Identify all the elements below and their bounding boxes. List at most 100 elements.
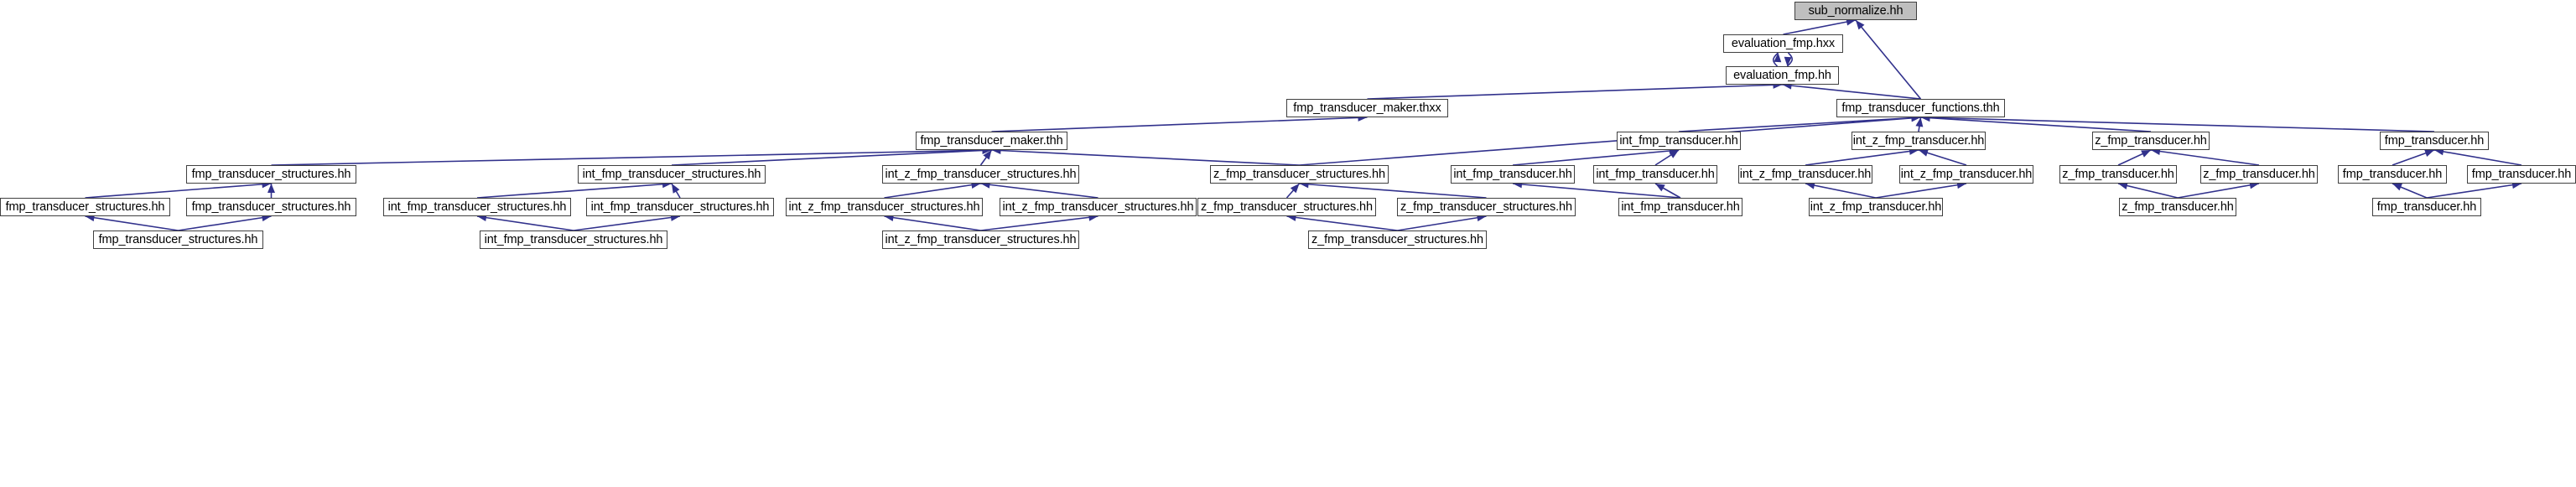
graph-edge-arrowhead [1669, 150, 1679, 158]
graph-node-label: int_fmp_transducer.hh [1619, 133, 1738, 148]
graph-node-label: int_z_fmp_transducer.hh [1852, 133, 1985, 148]
graph-edge [1782, 84, 1921, 100]
graph-node-label: int_z_fmp_transducer_structures.hh [885, 232, 1077, 246]
graph-edge-arrowhead [672, 184, 680, 194]
graph-edge [2117, 183, 2179, 199]
graph-node[interactable]: int_z_fmp_transducer.hh [1738, 165, 1872, 184]
graph-node-label: z_fmp_transducer.hh [2095, 133, 2207, 148]
graph-edge [85, 215, 179, 231]
graph-node-label: int_fmp_transducer.hh [1621, 199, 1740, 214]
graph-node-label: z_fmp_transducer.hh [2203, 167, 2315, 181]
graph-edge [1920, 117, 2152, 132]
graph-node-label: fmp_transducer.hh [2342, 167, 2443, 181]
graph-node[interactable]: z_fmp_transducer_structures.hh [1210, 165, 1389, 184]
graph-edge-arrowhead [1290, 184, 1300, 194]
graph-node[interactable]: fmp_transducer.hh [2467, 165, 2576, 184]
graph-edge-arrowhead [1784, 56, 1792, 66]
graph-node-label: fmp_transducer_maker.thh [920, 133, 1063, 148]
graph-node[interactable]: z_fmp_transducer.hh [2092, 132, 2210, 150]
graph-node-label: fmp_transducer_functions.thh [1841, 101, 2000, 115]
graph-edge [178, 215, 272, 231]
graph-node-label: fmp_transducer.hh [2376, 199, 2477, 214]
graph-node[interactable]: z_fmp_transducer_structures.hh [1308, 231, 1487, 249]
graph-node-label: z_fmp_transducer_structures.hh [1311, 232, 1483, 246]
graph-node[interactable]: int_z_fmp_transducer_structures.hh [882, 165, 1079, 184]
graph-edge [1397, 215, 1487, 231]
graph-edge-arrowhead [1915, 117, 1924, 127]
graph-node-label: int_z_fmp_transducer_structures.hh [788, 199, 980, 214]
graph-node-label: int_z_fmp_transducer.hh [1810, 199, 1942, 214]
graph-edge-arrowhead [983, 150, 992, 160]
graph-node[interactable]: fmp_transducer_structures.hh [0, 198, 170, 216]
graph-node-label: z_fmp_transducer_structures.hh [1201, 199, 1373, 214]
graph-node-label: int_fmp_transducer.hh [1596, 167, 1715, 181]
graph-node[interactable]: fmp_transducer.hh [2380, 132, 2489, 150]
graph-edge [1783, 19, 1857, 35]
graph-edge-arrowhead [1919, 149, 1929, 157]
graph-node[interactable]: int_fmp_transducer_structures.hh [586, 198, 774, 216]
graph-edge [1678, 117, 1921, 132]
graph-edge [1786, 52, 1794, 67]
graph-node[interactable]: int_z_fmp_transducer_structures.hh [882, 231, 1079, 249]
graph-edge [2426, 183, 2522, 199]
graph-edge [1805, 183, 1877, 199]
graph-edge [1855, 19, 1922, 100]
graph-edge-arrowhead [1655, 184, 1665, 192]
graph-node[interactable]: z_fmp_transducer.hh [2059, 165, 2177, 184]
graph-node[interactable]: int_z_fmp_transducer.hh [1852, 132, 1986, 150]
graph-node[interactable]: fmp_transducer_structures.hh [186, 165, 356, 184]
graph-node[interactable]: fmp_transducer_structures.hh [186, 198, 356, 216]
graph-edge [1367, 84, 1783, 100]
graph-node[interactable]: fmp_transducer_maker.thh [916, 132, 1067, 150]
graph-node[interactable]: int_z_fmp_transducer.hh [1809, 198, 1943, 216]
graph-edge-arrowhead [2118, 182, 2128, 189]
graph-node[interactable]: fmp_transducer.hh [2338, 165, 2447, 184]
graph-node-label: int_z_fmp_transducer_structures.hh [1002, 199, 1194, 214]
graph-node[interactable]: fmp_transducer_maker.thxx [1286, 99, 1448, 117]
graph-node[interactable]: int_fmp_transducer.hh [1618, 198, 1742, 216]
graph-edge [573, 215, 681, 231]
graph-node[interactable]: int_fmp_transducer.hh [1617, 132, 1741, 150]
graph-edge [980, 183, 1098, 199]
graph-node[interactable]: z_fmp_transducer.hh [2200, 165, 2318, 184]
graph-edge [271, 149, 992, 166]
graph-node[interactable]: fmp_transducer_structures.hh [93, 231, 263, 249]
graph-node-label: evaluation_fmp.hxx [1731, 36, 1836, 50]
graph-node-label: int_fmp_transducer_structures.hh [582, 167, 761, 181]
graph-node[interactable]: fmp_transducer.hh [2372, 198, 2481, 216]
graph-edge [1805, 149, 1919, 166]
graph-node-root[interactable]: sub_normalize.hh [1794, 2, 1917, 20]
graph-node[interactable]: int_fmp_transducer_structures.hh [383, 198, 571, 216]
graph-node-label: z_fmp_transducer_structures.hh [1213, 167, 1385, 181]
graph-edge [2433, 149, 2522, 166]
graph-node-label: fmp_transducer.hh [2384, 133, 2485, 148]
graph-node[interactable]: fmp_transducer_functions.thh [1836, 99, 2005, 117]
graph-node-label: int_z_fmp_transducer.hh [1900, 167, 2033, 181]
graph-node[interactable]: int_z_fmp_transducer_structures.hh [786, 198, 983, 216]
graph-node-label: int_fmp_transducer_structures.hh [387, 199, 567, 214]
graph-node[interactable]: z_fmp_transducer_structures.hh [1197, 198, 1376, 216]
graph-edge [85, 183, 272, 199]
graph-edge [980, 215, 1098, 231]
graph-node[interactable]: int_z_fmp_transducer.hh [1899, 165, 2033, 184]
graph-node-label: z_fmp_transducer.hh [2062, 167, 2174, 181]
graph-node-label: z_fmp_transducer_structures.hh [1400, 199, 1572, 214]
graph-node[interactable]: evaluation_fmp.hh [1726, 66, 1839, 85]
graph-node[interactable]: evaluation_fmp.hxx [1723, 34, 1843, 53]
graph-edge-arrowhead [267, 184, 275, 193]
graph-edge [1512, 183, 1681, 199]
graph-edge [884, 183, 981, 199]
graph-node[interactable]: int_fmp_transducer_structures.hh [480, 231, 667, 249]
graph-node[interactable]: int_z_fmp_transducer_structures.hh [1000, 198, 1197, 216]
graph-node-label: z_fmp_transducer.hh [2122, 199, 2234, 214]
graph-edge [991, 149, 1300, 166]
graph-node[interactable]: z_fmp_transducer_structures.hh [1397, 198, 1576, 216]
graph-node-label: int_fmp_transducer_structures.hh [484, 232, 663, 246]
graph-node[interactable]: int_fmp_transducer.hh [1451, 165, 1575, 184]
graph-node[interactable]: z_fmp_transducer.hh [2119, 198, 2236, 216]
graph-node-label: sub_normalize.hh [1808, 3, 1903, 18]
graph-edge [2150, 149, 2260, 166]
graph-node[interactable]: int_fmp_transducer_structures.hh [578, 165, 766, 184]
graph-node[interactable]: int_fmp_transducer.hh [1593, 165, 1717, 184]
